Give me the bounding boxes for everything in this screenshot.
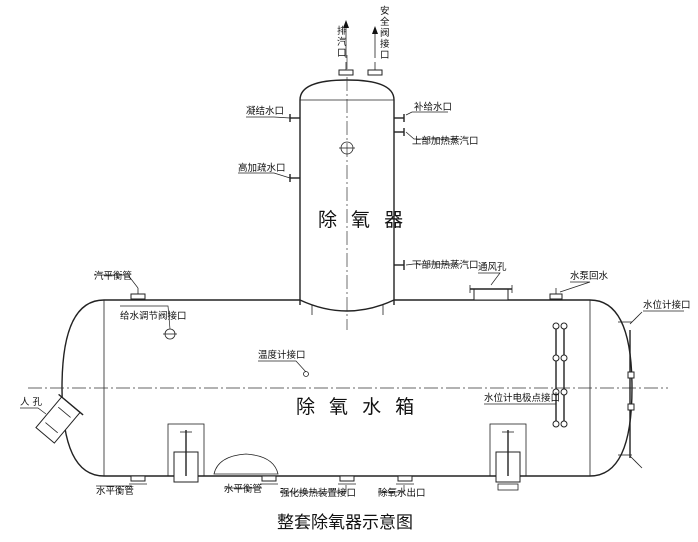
label-vent: 通风孔 [478,262,507,273]
temperature-port-mark [303,371,309,377]
steam-balance-nozzle [130,293,146,300]
caption: 整套除氧器示意图 [277,513,413,533]
label-water-balance-left: 水平衡管 [96,485,134,497]
label-heater-device: 强化换热装置接口 [280,487,356,499]
label-condensate: 凝结水口 [246,105,284,117]
pump-return-nozzle [549,293,563,300]
manhole-flange [35,393,84,444]
left-saddle [167,423,205,483]
heater-device-nozzle [339,475,355,482]
label-water-balance-mid: 水平衡管 [224,483,262,495]
label-level-electrode: 水位计电极点接口 [484,392,560,404]
label-exhaust-1: 排 [337,25,347,37]
deaerator-tower [289,20,405,330]
tank-top-edge [104,299,590,312]
leader-lines [20,111,684,493]
water-balance-nozzle-left [130,475,146,482]
label-exhaust-2: 汽 [337,36,347,48]
storage-tank [28,285,668,491]
label-safety-2: 全 [380,16,390,28]
tank-title: 除 氧 水 箱 [296,396,418,418]
safety-valve-nozzle [367,69,383,76]
label-safety-1: 安 [380,5,390,17]
internal-heater-dome [213,453,279,475]
label-upper-steam: 上部加热蒸汽口 [412,135,479,147]
label-pump-return: 水泵回水 [570,270,609,282]
label-exhaust-3: 口 [337,48,347,59]
label-safety-4: 接 [380,38,390,50]
water-balance-nozzle-mid [261,475,277,482]
label-temperature: 温度计接口 [258,349,306,361]
label-hp-drain: 高加疏水口 [238,162,286,174]
right-saddle [489,423,527,491]
outlet-nozzle [397,475,413,482]
exhaust-nozzle [338,69,354,76]
label-steam-balance: 汽平衡管 [94,270,132,282]
label-feedwater-valve: 给水调节阀接口 [120,310,187,322]
label-outlet: 除氧水出口 [378,487,426,499]
label-level-gauge: 水位计接口 [643,299,691,311]
label-makeup-water: 补给水口 [414,101,452,113]
label-safety-3: 阀 [380,27,390,39]
tower-title: 除 氧 器 [318,209,407,231]
label-lower-steam: 下部加热蒸汽口 [412,259,479,271]
vent-manhole-body [473,288,509,301]
label-manhole: 人 孔 [20,397,43,408]
label-safety-5: 口 [380,50,390,61]
labels: 排 汽 口 安 全 阀 接 口 凝结水口 补给水口 上部加热蒸汽口 高加疏水口 … [20,5,691,533]
